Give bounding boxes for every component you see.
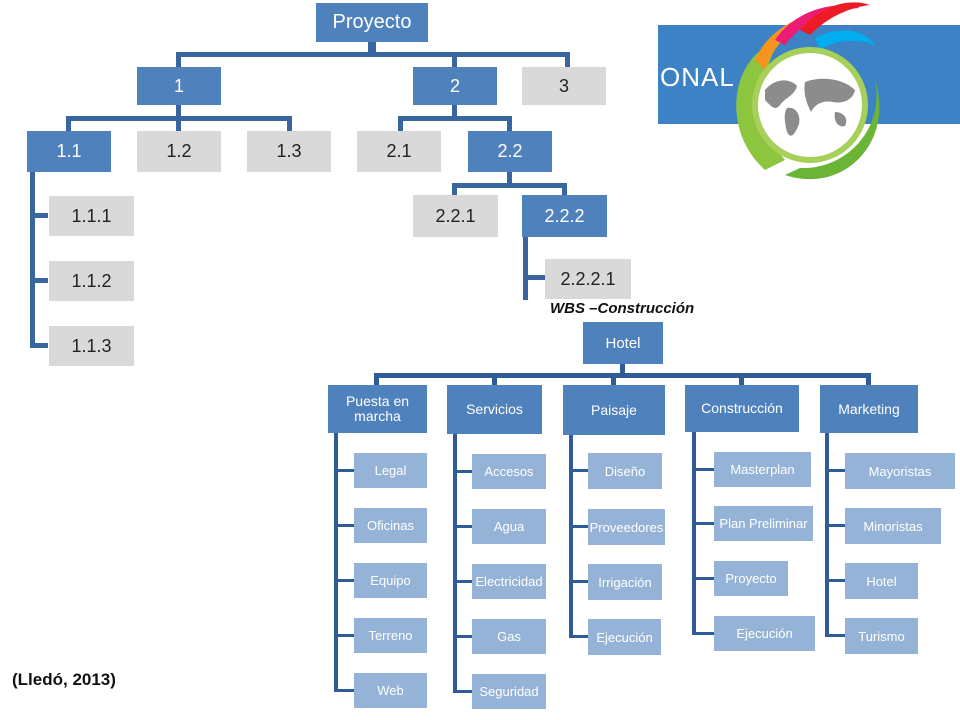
wbs-node-2-2: 2.2 [468, 131, 552, 172]
item-irrigacion: Irrigación [588, 564, 662, 600]
wbs-node-1-1: 1.1 [27, 131, 111, 172]
hotel-root: Hotel [583, 322, 663, 364]
wbs-node-1-1-3: 1.1.3 [49, 326, 134, 366]
item-legal: Legal [354, 453, 427, 488]
branch-puesta-en-marcha: Puesta en marcha [328, 385, 427, 433]
item-seguridad: Seguridad [472, 674, 546, 709]
item-proyecto: Proyecto [714, 561, 788, 596]
branch-paisaje: Paisaje [563, 385, 665, 435]
item-ejecucion-construccion: Ejecución [714, 616, 815, 651]
item-hotel: Hotel [845, 563, 918, 599]
wbs-node-1-2: 1.2 [137, 131, 221, 172]
item-web: Web [354, 673, 427, 708]
branch-marketing: Marketing [820, 385, 918, 433]
item-equipo: Equipo [354, 563, 427, 598]
item-plan-preliminar: Plan Preliminar [714, 506, 813, 541]
item-turismo: Turismo [845, 618, 918, 654]
item-oficinas: Oficinas [354, 508, 427, 543]
wbs-node-2: 2 [413, 67, 497, 105]
branch-servicios: Servicios [447, 385, 542, 434]
hotel-wbs-title: WBS –Construcción [550, 300, 695, 317]
wbs-node-2-2-1: 2.2.1 [413, 195, 498, 237]
wbs-node-3: 3 [522, 67, 606, 105]
wbs-node-1: 1 [137, 67, 221, 105]
wbs-node-1-3: 1.3 [247, 131, 331, 172]
item-masterplan: Masterplan [714, 452, 811, 487]
wbs-node-2-2-2: 2.2.2 [522, 195, 607, 237]
branch-construccion: Construcción [685, 385, 799, 432]
item-gas: Gas [472, 619, 546, 654]
globe-logo-icon [736, 2, 880, 180]
item-diseno: Diseño [588, 453, 662, 489]
item-terreno: Terreno [354, 618, 427, 653]
item-mayoristas: Mayoristas [845, 453, 955, 489]
wbs-node-2-2-2-1: 2.2.2.1 [545, 259, 631, 299]
wbs-node-1-1-2: 1.1.2 [49, 261, 134, 301]
item-accesos: Accesos [472, 454, 546, 489]
item-minoristas: Minoristas [845, 508, 941, 544]
citation: (Lledó, 2013) [12, 670, 116, 689]
item-ejecucion-paisaje: Ejecución [588, 619, 661, 655]
wbs-node-root: Proyecto [316, 3, 428, 42]
item-electricidad: Electricidad [472, 564, 546, 599]
wbs-node-2-1: 2.1 [357, 131, 441, 172]
item-proveedores: Proveedores [588, 509, 665, 545]
wbs-node-1-1-1: 1.1.1 [49, 196, 134, 236]
item-agua: Agua [472, 509, 546, 544]
banner-text: ONAL [660, 62, 735, 92]
